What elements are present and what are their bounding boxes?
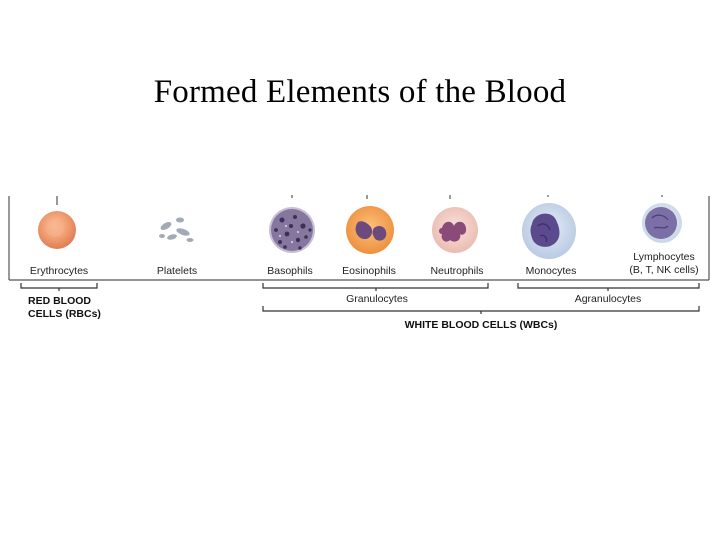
monocytes-label: Monocytes — [526, 265, 577, 277]
lymphocytes-label: Lymphocytes — [633, 251, 694, 263]
rbc-group-label-line2: CELLS (RBCs) — [28, 308, 101, 320]
slide-title: Formed Elements of the Blood — [0, 74, 720, 111]
rbc-group-label: RED BLOOD — [28, 295, 91, 307]
erythrocytes-label: Erythrocytes — [30, 265, 88, 277]
pointer-ticks — [57, 195, 662, 205]
agranulocytes-bracket — [518, 283, 699, 291]
monocyte-cell — [522, 203, 576, 259]
basophils-label: Basophils — [267, 265, 313, 277]
wbc-bracket — [263, 306, 699, 314]
erythrocyte-cell — [38, 211, 76, 249]
eosinophils-label: Eosinophils — [342, 265, 396, 277]
granulocytes-label: Granulocytes — [346, 293, 408, 305]
granulocytes-bracket — [263, 283, 488, 291]
rbc-bracket — [21, 283, 97, 291]
lymphocytes-subtypes-label: (B, T, NK cells) — [629, 264, 698, 276]
neutrophils-label: Neutrophils — [430, 265, 483, 277]
agranulocytes-label: Agranulocytes — [575, 293, 642, 305]
platelets-cluster — [159, 218, 194, 243]
blood-cells-figure: Erythrocytes Platelets Basophils Eosinop… — [0, 190, 720, 340]
wbc-group-label: WHITE BLOOD CELLS (WBCs) — [405, 319, 558, 331]
lymphocyte-cell — [642, 203, 682, 243]
neutrophil-cell — [432, 207, 478, 253]
platelets-label: Platelets — [157, 265, 197, 277]
basophil-cell — [269, 207, 315, 253]
eosinophil-cell — [346, 206, 394, 254]
